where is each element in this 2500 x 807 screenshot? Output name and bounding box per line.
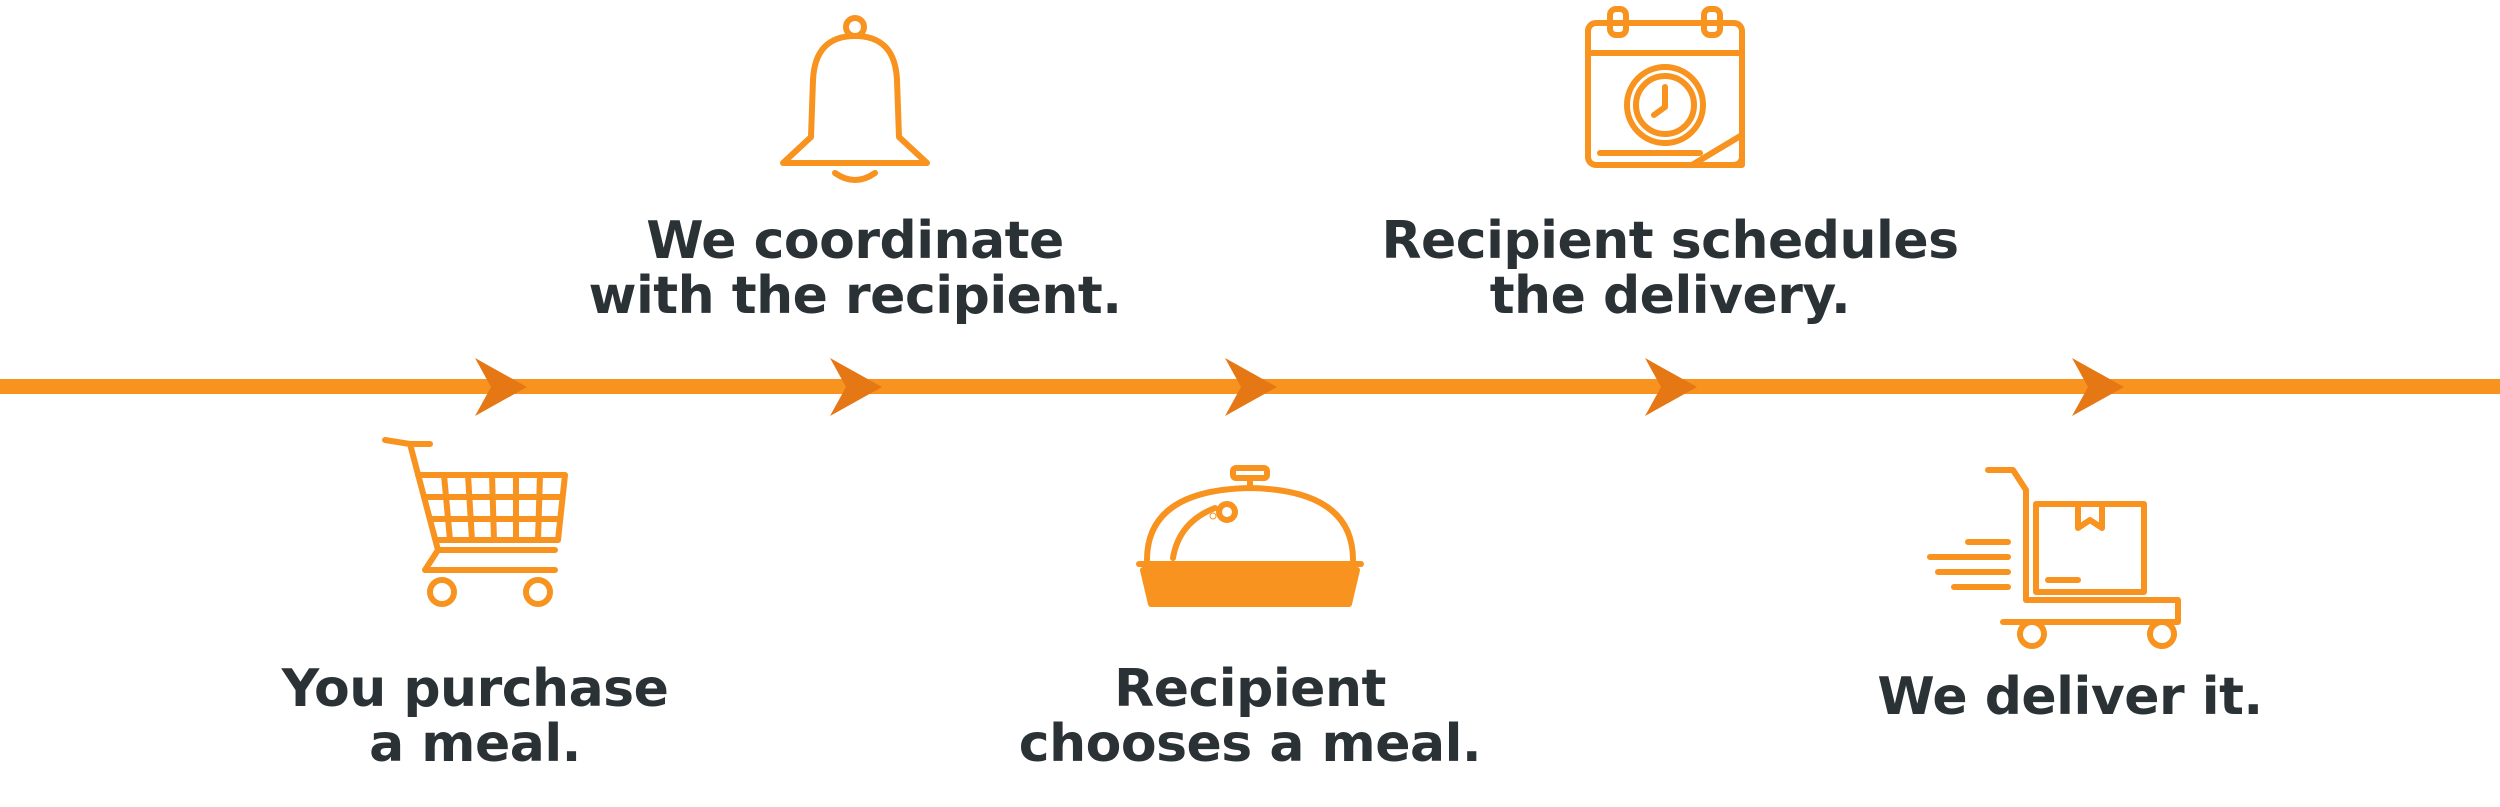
step-2-label: We coordinate with the recipient. [588, 211, 1122, 326]
food-cloche-icon [1135, 460, 1365, 610]
timeline-arrow-1 [475, 358, 527, 416]
step-3-label: Recipient chooses a meal. [1018, 659, 1482, 774]
delivery-dolly-icon [1927, 462, 2188, 652]
timeline-arrow-4 [1645, 358, 1697, 416]
timeline-arrow-5 [2072, 358, 2124, 416]
calendar-clock-icon [1580, 5, 1750, 170]
step-4-label: Recipient schedules the delivery. [1381, 211, 1959, 326]
bell-icon [775, 15, 935, 185]
timeline-arrow-2 [830, 358, 882, 416]
shopping-cart-icon [380, 430, 570, 620]
step-1-label: You purchase a meal. [281, 659, 669, 774]
timeline-arrow-3 [1225, 358, 1277, 416]
step-5-label: We deliver it. [1877, 667, 2263, 727]
